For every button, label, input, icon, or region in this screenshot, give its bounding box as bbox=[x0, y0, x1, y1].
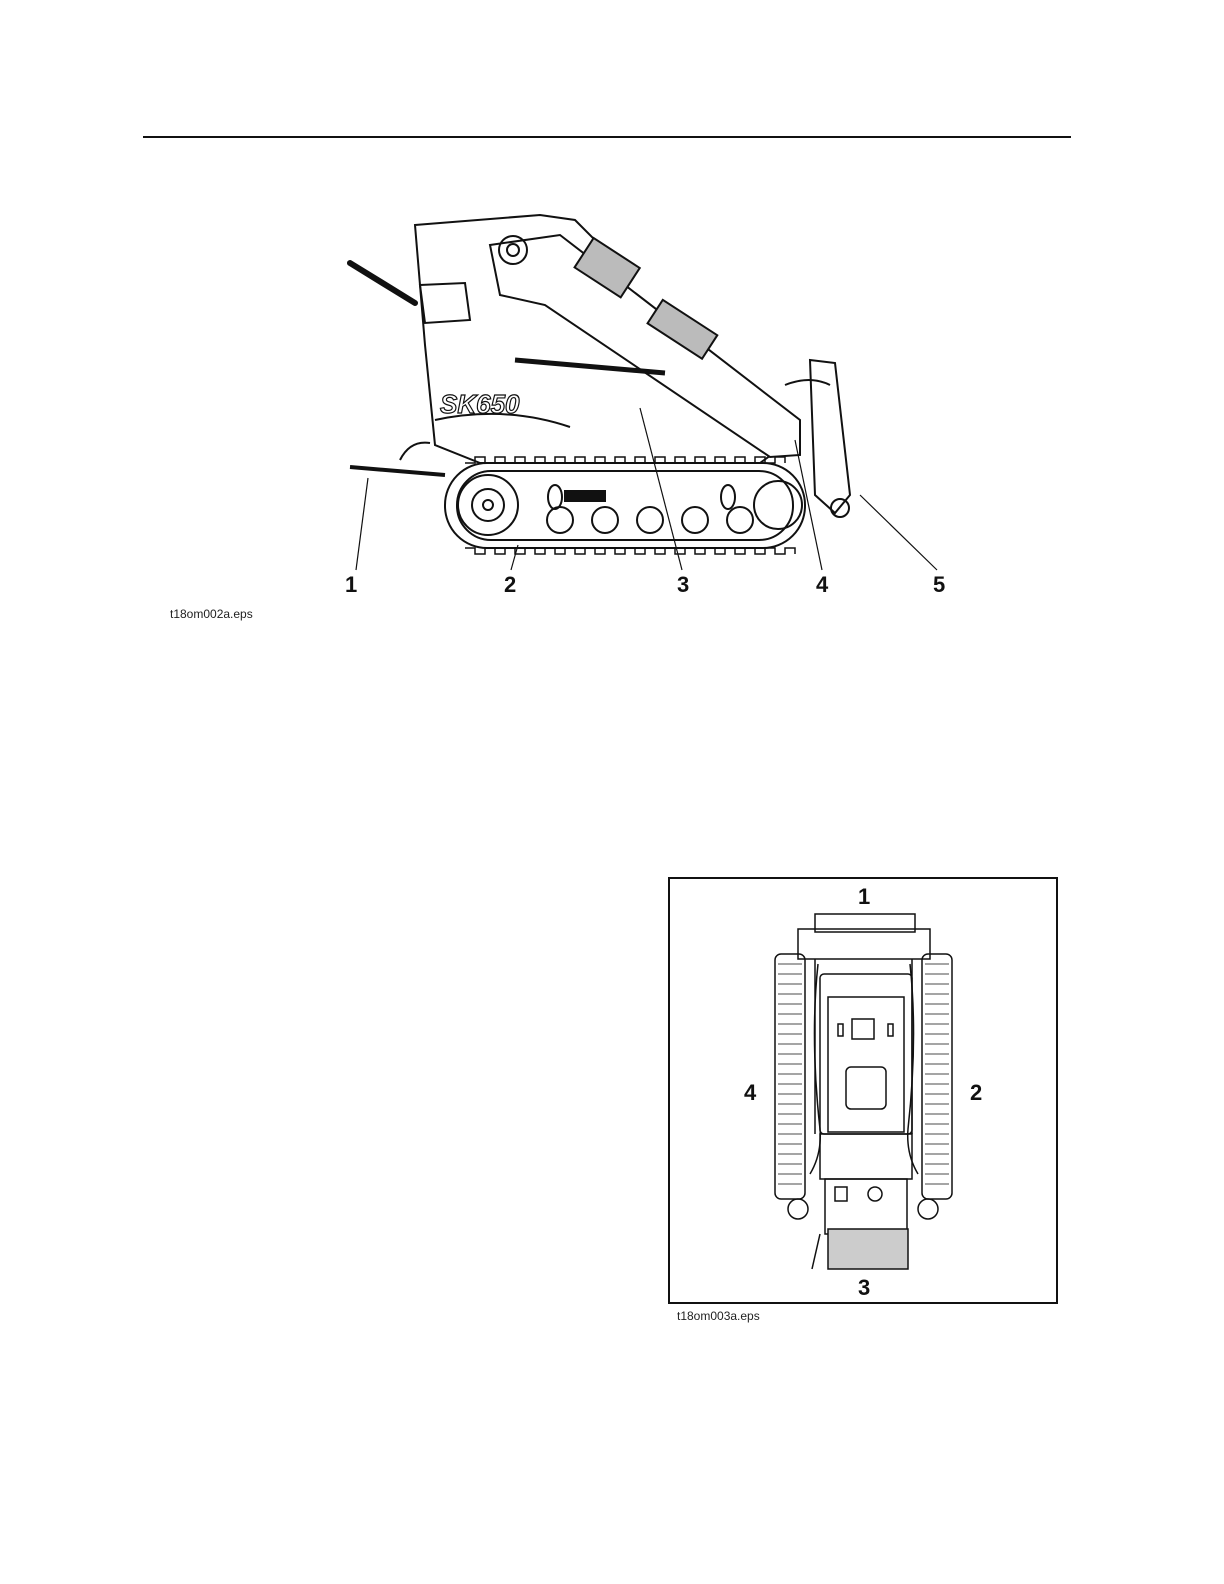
top-callout-4: 4 bbox=[744, 1082, 756, 1104]
top-callout-3: 3 bbox=[858, 1277, 870, 1299]
callout-4: 4 bbox=[816, 574, 828, 596]
top-callout-1: 1 bbox=[858, 886, 870, 908]
callout-1: 1 bbox=[345, 574, 357, 596]
figure-caption-side: t18om002a.eps bbox=[170, 607, 253, 621]
callout-5: 5 bbox=[933, 574, 945, 596]
figure-caption-top: t18om003a.eps bbox=[677, 1309, 760, 1323]
callout-3: 3 bbox=[677, 574, 689, 596]
top-view-illustration bbox=[670, 879, 1056, 1302]
callout-2: 2 bbox=[504, 574, 516, 596]
top-view-frame bbox=[668, 877, 1058, 1304]
top-callout-2: 2 bbox=[970, 1082, 982, 1104]
